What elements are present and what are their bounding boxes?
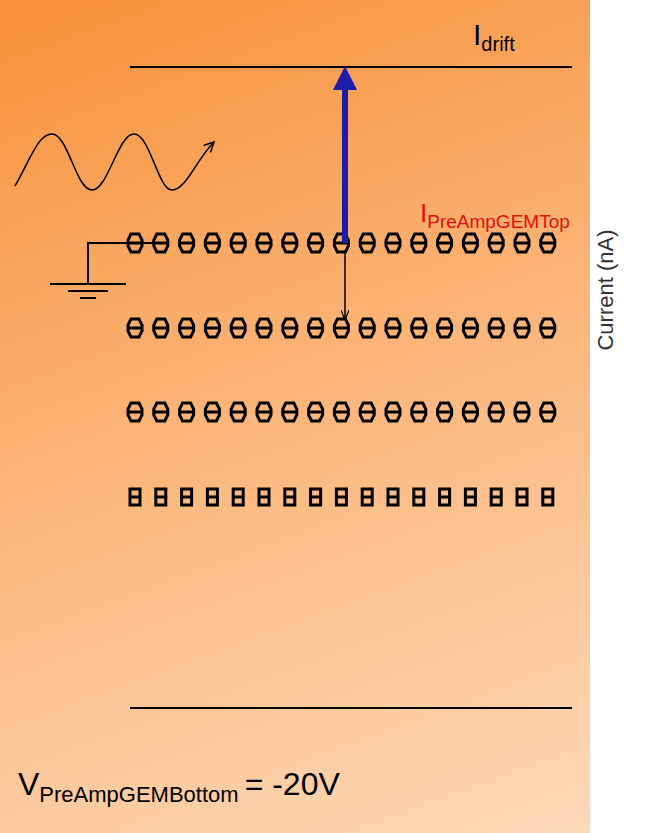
gem-hole	[463, 319, 477, 337]
gem-hole	[360, 403, 374, 421]
ground-symbol	[50, 243, 165, 298]
gem-hole	[309, 234, 323, 252]
gem-hole	[360, 234, 374, 252]
gem-hole	[334, 319, 348, 337]
gem-hole	[130, 489, 140, 505]
gem-hole	[388, 489, 398, 505]
gem-hole	[180, 403, 194, 421]
gem-hole	[465, 489, 475, 505]
gem-hole	[257, 319, 271, 337]
symbol: I	[473, 18, 481, 51]
gem-hole	[283, 234, 297, 252]
ion-current-arrow	[342, 78, 348, 243]
gem-hole	[412, 319, 426, 337]
gem-hole	[386, 319, 400, 337]
readout-plane	[130, 707, 572, 709]
gem-hole	[283, 403, 297, 421]
symbol: I	[420, 198, 427, 228]
gem-hole	[180, 234, 194, 252]
axis-title: Current (nA)	[595, 229, 617, 350]
radiation-wave	[15, 134, 214, 190]
gem-hole	[515, 403, 529, 421]
gem-hole	[182, 489, 192, 505]
gem-hole	[205, 319, 219, 337]
gem-hole	[334, 403, 348, 421]
gem-hole	[154, 403, 168, 421]
gem-hole	[257, 403, 271, 421]
axis-title: Current (nA)	[593, 229, 618, 350]
gem-hole	[463, 234, 477, 252]
gem-foils	[128, 234, 555, 505]
gem-hole	[386, 403, 400, 421]
gem-hole	[489, 319, 503, 337]
voltage-value: = -20V	[245, 766, 340, 802]
gem-hole	[362, 489, 372, 505]
gem-hole	[412, 403, 426, 421]
gem-hole	[128, 403, 142, 421]
gem-hole	[463, 403, 477, 421]
gem-hole	[233, 489, 243, 505]
current-label: IPreAmpGEMTop	[420, 200, 570, 231]
gem-hole	[231, 403, 245, 421]
gem-hole	[515, 319, 529, 337]
gem-hole	[207, 489, 217, 505]
gem-hole	[541, 319, 555, 337]
gem-hole	[440, 489, 450, 505]
gem-hole	[489, 403, 503, 421]
gem-hole	[517, 489, 527, 505]
gem-hole	[491, 489, 501, 505]
gem-hole	[285, 489, 295, 505]
gem-hole	[438, 319, 452, 337]
current-label: Idrift	[473, 20, 515, 54]
gem-hole	[438, 234, 452, 252]
gem-hole	[259, 489, 269, 505]
gem-hole	[205, 234, 219, 252]
gem-hole	[231, 234, 245, 252]
gem-hole	[154, 234, 168, 252]
gem-hole	[205, 403, 219, 421]
gem-hole	[156, 489, 166, 505]
gem-hole	[309, 319, 323, 337]
electron-arrow	[344, 250, 346, 318]
gem-hole	[386, 234, 400, 252]
gem-hole	[128, 319, 142, 337]
gem-hole	[412, 234, 426, 252]
subscript: drift	[481, 33, 514, 55]
gem-hole	[543, 489, 553, 505]
gem-hole	[541, 403, 555, 421]
drift-electrode	[130, 66, 572, 68]
gem-hole	[128, 234, 142, 252]
subscript: PreAmpGEMBottom	[39, 782, 238, 807]
gem-hole	[154, 319, 168, 337]
voltage-label: VPreAmpGEMBottom = -20V	[18, 768, 340, 806]
gem-hole	[257, 234, 271, 252]
gem-hole	[336, 489, 346, 505]
gem-hole	[231, 319, 245, 337]
gem-hole	[438, 403, 452, 421]
gem-hole	[489, 234, 503, 252]
gem-hole	[311, 489, 321, 505]
gem-hole	[414, 489, 424, 505]
gem-hole	[309, 403, 323, 421]
subscript: PreAmpGEMTop	[427, 211, 570, 232]
gem-hole	[360, 319, 374, 337]
gem-hole	[515, 234, 529, 252]
gem-hole	[541, 234, 555, 252]
gem-hole	[283, 319, 297, 337]
symbol: V	[18, 766, 39, 802]
gem-hole	[180, 319, 194, 337]
